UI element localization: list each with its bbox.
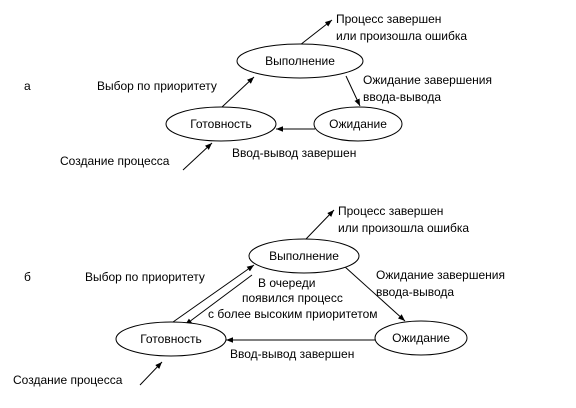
state-ready-b-label: Готовность xyxy=(140,332,202,346)
io-done-label-b: Ввод-вывод завершен xyxy=(230,347,354,361)
create-label-b: Создание процесса xyxy=(13,373,123,387)
terminate-label-b-line1: Процесс завершен xyxy=(338,204,443,218)
io-wait-label-b-line2: ввода-вывода xyxy=(376,285,454,299)
io-wait-label-a-line1: Ожидание завершения xyxy=(363,73,492,87)
panel-label-b: б xyxy=(24,270,31,284)
state-waiting-a-label: Ожидание xyxy=(329,117,387,131)
panel-label-a: а xyxy=(24,79,31,93)
state-running-a-label: Выполнение xyxy=(265,54,335,68)
terminate-label-b-line2: или произошла ошибка xyxy=(338,221,469,235)
edge-ready-running-b xyxy=(172,264,255,323)
edge-running-terminate-a xyxy=(299,19,333,46)
state-running-b-label: Выполнение xyxy=(269,249,339,263)
diagram-a: а Процесс завершен или произошла ошибка … xyxy=(24,12,492,171)
terminate-label-a-line1: Процесс завершен xyxy=(336,12,441,26)
edge-running-terminate-b xyxy=(305,209,335,240)
edge-running-ready-preempt-b xyxy=(184,274,253,326)
priority-label-a: Выбор по приоритету xyxy=(97,79,217,93)
preempt-label-b-line2: появился процесс xyxy=(242,291,343,305)
edge-ready-running-a xyxy=(221,76,255,108)
io-wait-label-b-line1: Ожидание завершения xyxy=(376,268,505,282)
io-done-label-a: Ввод-вывод завершен xyxy=(232,146,356,160)
state-running-b: Выполнение xyxy=(248,238,360,274)
edge-create-ready-b xyxy=(139,361,163,386)
create-label-a: Создание процесса xyxy=(60,154,170,168)
state-waiting-b: Ожидание xyxy=(374,320,468,356)
priority-label-b: Выбор по приоритету xyxy=(85,270,205,284)
diagram-b: б Процесс завершен или произошла ошибка … xyxy=(13,204,505,387)
edge-create-ready-a xyxy=(182,142,213,171)
preempt-label-b-line1: В очереди xyxy=(258,276,315,290)
state-waiting-b-label: Ожидание xyxy=(392,331,450,345)
state-running-a: Выполнение xyxy=(236,43,364,79)
state-ready-a: Готовность xyxy=(165,106,277,142)
state-waiting-a: Ожидание xyxy=(313,106,403,142)
preempt-label-b-line3: с более высоким приоритетом xyxy=(208,307,378,321)
edge-running-waiting-b xyxy=(343,265,406,322)
edge-running-waiting-a xyxy=(345,75,361,107)
state-ready-a-label: Готовность xyxy=(190,117,252,131)
state-ready-b: Готовность xyxy=(115,321,227,357)
io-wait-label-a-line2: ввода-вывода xyxy=(363,90,441,104)
terminate-label-a-line2: или произошла ошибка xyxy=(336,29,467,43)
